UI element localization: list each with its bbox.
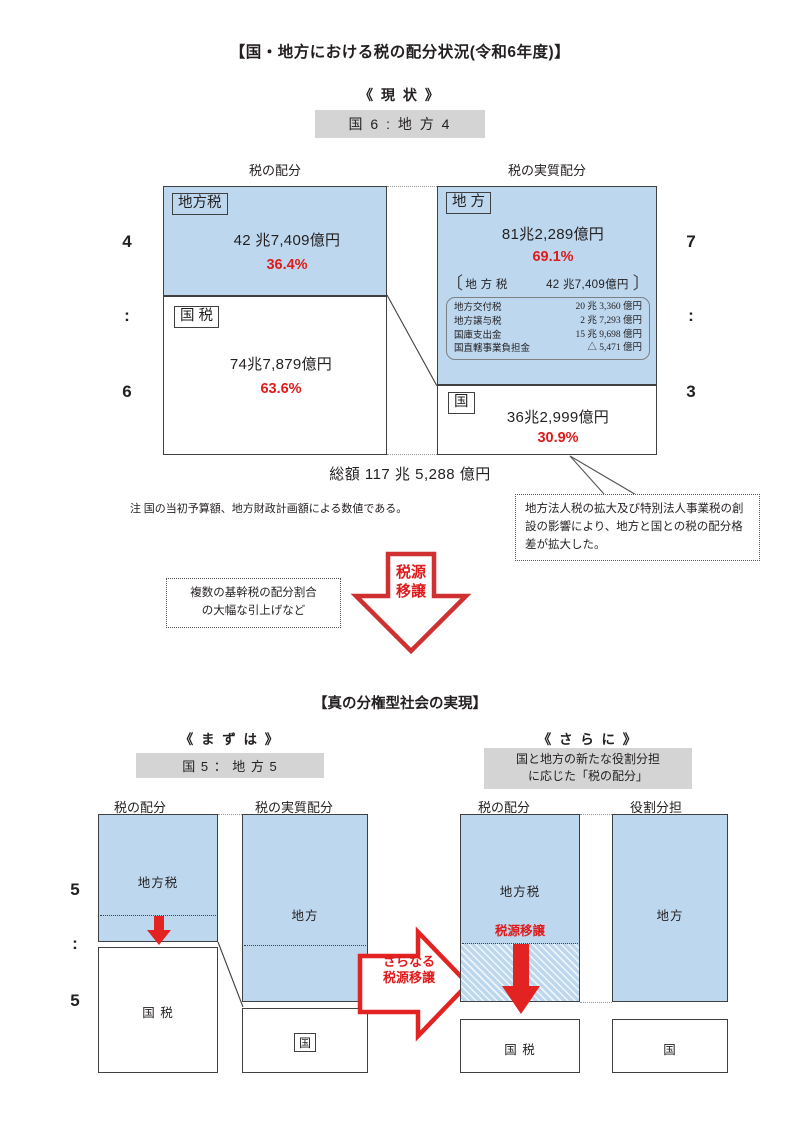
left-ratio-bottom: 6 [122, 382, 132, 401]
future-left-national-tax-block: 国 税 [98, 947, 218, 1073]
future-ratio-top: 5 [70, 880, 80, 899]
bracket-name: 地 方 税 [465, 278, 508, 291]
bracket-open-icon: 〔 [446, 274, 464, 293]
local-actual-label: 地 方 [446, 192, 492, 214]
local-actual-amount: 81兆2,289億円 [501, 226, 605, 243]
breakdown-value: △ 5,471 億円 [587, 343, 642, 354]
national-actual-block: 国 36兆2,999億円 30.9% [437, 385, 657, 455]
future-left-col1-header: 税の配分 [113, 800, 166, 815]
future-right-mid-connector [580, 1002, 612, 1003]
breakdown-value: 2 兆 7,293 億円 [580, 315, 642, 326]
future-ratio-bottom: 5 [70, 991, 80, 1010]
local-actual-block: 地 方 81兆2,289億円 69.1% 〔 地 方 税 42 兆7,409億円… [437, 186, 657, 385]
future-section-heading: 【真の分権型社会の実現】 [313, 696, 487, 712]
tax-source-transfer-arrow [350, 551, 472, 655]
local-tax-percent: 36.4% [266, 257, 308, 273]
breakdown-row: 地方譲与税 2 兆 7,293 億円 [454, 315, 642, 329]
right-ratio-bottom: 3 [686, 382, 696, 401]
grand-total: 総額 117 兆 5,288 億円 [329, 466, 491, 483]
breakdown-name: 国庫支出金 [454, 329, 502, 341]
future-left-actual-national-label: 国 [293, 1033, 316, 1052]
future-left-national-tax-label: 国 税 [142, 1006, 174, 1020]
page-title: 【国・地方における税の配分状況(令和6年度)】 [229, 44, 571, 61]
bracket-value: 42 兆7,409億円 [546, 278, 629, 291]
future-right-col1-header: 税の配分 [477, 800, 530, 815]
national-tax-amount: 74兆7,879億円 [229, 356, 333, 373]
future-left-actual-local-label: 地方 [291, 909, 319, 923]
current-state-heading: 《 現 状 》 [359, 87, 441, 103]
future-left-transfer-arrow-icon [147, 916, 171, 945]
right-ratio-colon: : [688, 306, 694, 325]
future-left-actual-national-label-wrap: 国 [243, 1033, 367, 1052]
future-right-role-local-label: 地方 [656, 909, 684, 923]
national-actual-percent: 30.9% [537, 430, 579, 446]
future-ratio-colon: : [72, 934, 78, 953]
future-right-transfer-label: 税源移譲 [494, 924, 545, 938]
mazuha-ratio-chip: 国 5 ： 地 方 5 [136, 753, 324, 778]
future-left-top-connector [218, 814, 242, 815]
breakdown-row: 国直轄事業負担金 △ 5,471 億円 [454, 342, 642, 356]
future-right-role-local-block: 地方 [612, 814, 728, 1002]
national-tax-block: 国 税 74兆7,879億円 63.6% [163, 296, 387, 455]
right-column-header: 税の実質配分 [507, 163, 586, 178]
future-left-actual-divider [244, 945, 366, 946]
breakdown-name: 国直轄事業負担金 [454, 343, 531, 355]
national-tax-label: 国 税 [174, 306, 220, 328]
future-right-transfer-arrow-icon [502, 944, 540, 1014]
future-left-local-tax-label: 地方税 [137, 876, 179, 890]
future-right-transfer-divider [462, 943, 578, 944]
future-right-col2-header: 役割分担 [629, 800, 682, 815]
callout-right: 地方法人税の拡大及び特別法人事業税の創設の影響により、地方と国との税の配分格差が… [515, 494, 760, 562]
future-right-national-tax-label: 国 税 [504, 1043, 536, 1057]
future-right-role-national-label: 国 [663, 1043, 677, 1057]
future-left-actual-local-block: 地方 [242, 814, 368, 1002]
future-left-diagonal-leader [217, 941, 244, 1008]
local-tax-amount: 42 兆7,409億円 [233, 232, 341, 249]
callout-left: 複数の基幹税の配分割合 の大幅な引上げなど [166, 578, 341, 628]
left-column-header: 税の配分 [248, 163, 301, 178]
breakdown-row: 地方交付税 20 兆 3,360 億円 [454, 301, 642, 315]
left-ratio-top: 4 [122, 232, 132, 251]
further-transfer-arrow [357, 926, 472, 1042]
local-actual-percent: 69.1% [532, 249, 574, 265]
national-actual-amount: 36兆2,999億円 [506, 409, 610, 426]
local-tax-label: 地方税 [172, 193, 228, 215]
breakdown-value: 15 兆 9,698 億円 [575, 329, 642, 340]
top-connector-line [387, 186, 437, 187]
future-left-col2-header: 税の実質配分 [254, 800, 333, 815]
breakdown-value: 20 兆 3,360 億円 [575, 302, 642, 312]
breakdown-name: 地方譲与税 [454, 315, 502, 327]
right-ratio-top: 7 [686, 232, 696, 251]
future-right-local-tax-label: 地方税 [499, 885, 541, 899]
bracket-close-icon: 〕 [632, 274, 650, 293]
callout-leader-line [569, 455, 639, 497]
local-tax-block: 地方税 42 兆7,409億円 36.4% [163, 186, 387, 296]
diagonal-leader-line [386, 294, 438, 387]
sarani-heading: 《 さ ら に 》 [537, 732, 639, 747]
current-ratio-chip: 国 6 : 地 方 4 [315, 110, 485, 138]
transfer-breakdown-list: 地方交付税 20 兆 3,360 億円 地方譲与税 2 兆 7,293 億円 国… [446, 297, 650, 361]
footnote: 注 国の当初予算額、地方財政計画額による数値である。 [130, 503, 408, 515]
local-tax-bracket: 〔 地 方 税 42 兆7,409億円 〕 [446, 275, 650, 292]
tax-source-transfer-arrow-label: 税源 移譲 [395, 564, 426, 600]
future-right-top-connector [580, 814, 612, 815]
future-right-role-national-block: 国 [612, 1019, 728, 1073]
future-left-actual-national-block: 国 [242, 1008, 368, 1073]
mazuha-heading: 《 ま ず は 》 [179, 732, 281, 747]
sarani-chip: 国と地方の新たな役割分担 に応じた「税の配分」 [484, 748, 692, 789]
future-right-national-tax-block: 国 税 [460, 1019, 580, 1073]
breakdown-name: 地方交付税 [454, 302, 502, 313]
further-transfer-arrow-label: さらなる 税源移譲 [382, 954, 435, 986]
national-tax-percent: 63.6% [260, 381, 302, 397]
breakdown-row: 国庫支出金 15 兆 9,698 億円 [454, 329, 642, 343]
left-ratio-colon: : [124, 306, 130, 325]
bottom-connector-line [387, 454, 437, 455]
future-left-transfer-divider [100, 915, 216, 916]
national-actual-label: 国 [448, 392, 475, 414]
